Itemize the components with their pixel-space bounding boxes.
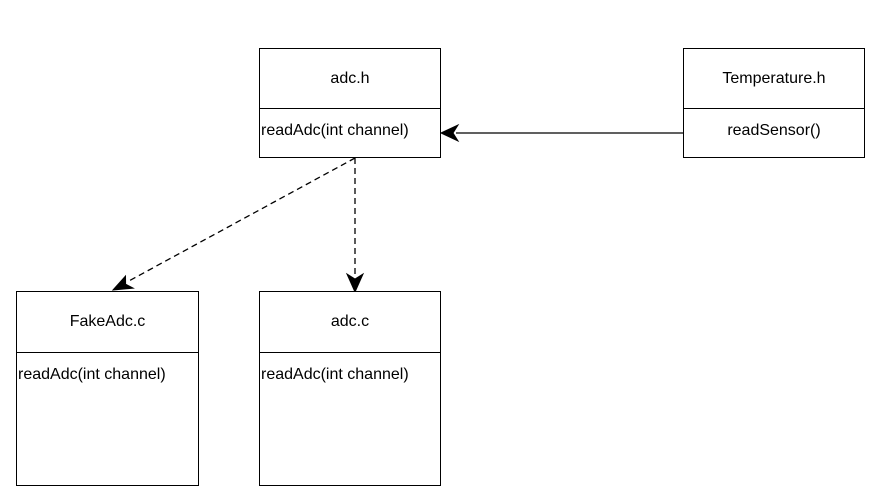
fakeadc-c-title: FakeAdc.c — [17, 292, 198, 353]
adc-c-title: adc.c — [260, 292, 440, 353]
arrowhead-adc-h — [439, 123, 460, 143]
arrowhead-fakeadc-c — [111, 274, 135, 291]
arrowhead-adc-c — [345, 272, 365, 294]
fakeadc-c-node[interactable]: FakeAdc.c readAdc(int channel) — [16, 291, 199, 486]
adc-h-member: readAdc(int channel) — [261, 122, 409, 139]
temperature-h-node[interactable]: Temperature.h readSensor() — [683, 48, 865, 158]
adc-h-node[interactable]: adc.h readAdc(int channel) — [259, 48, 441, 158]
temperature-h-title: Temperature.h — [684, 49, 864, 109]
fakeadc-c-member: readAdc(int channel) — [18, 366, 166, 383]
adc-c-node[interactable]: adc.c readAdc(int channel) — [259, 291, 441, 486]
adc-h-title: adc.h — [260, 49, 440, 109]
temperature-h-member: readSensor() — [727, 122, 821, 139]
edge-adc-h-to-fakeadc-c — [126, 157, 356, 283]
adc-c-member: readAdc(int channel) — [261, 366, 409, 383]
